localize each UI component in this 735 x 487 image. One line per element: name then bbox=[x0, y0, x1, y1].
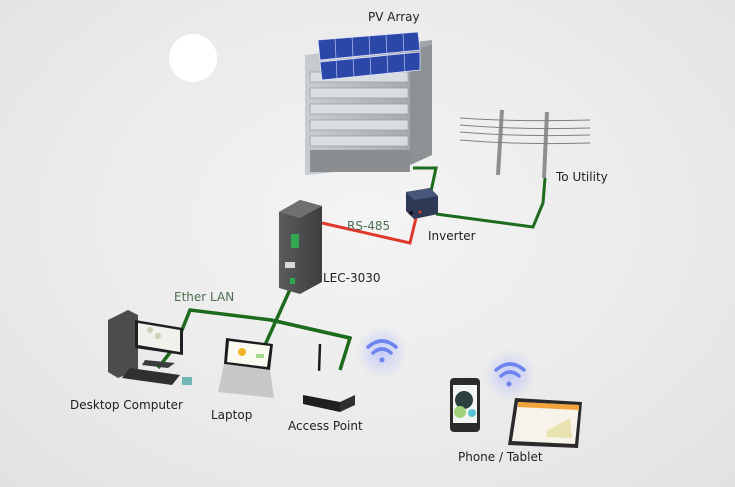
rs485-line bbox=[321, 217, 418, 245]
ethernet-line-controller bbox=[263, 284, 294, 346]
label-laptop: Laptop bbox=[211, 408, 252, 422]
label-pv-array: PV Array bbox=[368, 10, 420, 24]
building-solar-icon bbox=[305, 31, 432, 175]
desktop-icon bbox=[108, 310, 192, 385]
links bbox=[156, 166, 547, 371]
wifi-icon-mobile bbox=[484, 349, 536, 401]
label-lec-3030: LEC-3030 bbox=[323, 271, 381, 285]
label-to-utility: To Utility bbox=[555, 170, 608, 184]
label-rs485: RS-485 bbox=[347, 219, 390, 233]
laptop-icon bbox=[218, 338, 274, 398]
mobile-devices-icon bbox=[450, 378, 582, 448]
sun-icon bbox=[169, 34, 217, 82]
ethernet-line-access-point bbox=[270, 318, 353, 371]
power-line-inverter-to-utility bbox=[435, 177, 547, 229]
inverter-icon bbox=[406, 188, 438, 219]
power-line-pv-to-inverter bbox=[413, 166, 438, 197]
wifi-icon-access-point bbox=[356, 326, 408, 378]
label-desktop-computer: Desktop Computer bbox=[70, 398, 183, 412]
label-inverter: Inverter bbox=[428, 229, 476, 243]
controller-icon bbox=[279, 200, 322, 294]
router-icon bbox=[303, 343, 355, 412]
label-access-point: Access Point bbox=[288, 419, 363, 433]
power-pole-icon bbox=[459, 109, 591, 179]
label-ether-lan: Ether LAN bbox=[174, 290, 234, 304]
label-phone-tablet: Phone / Tablet bbox=[458, 450, 543, 464]
